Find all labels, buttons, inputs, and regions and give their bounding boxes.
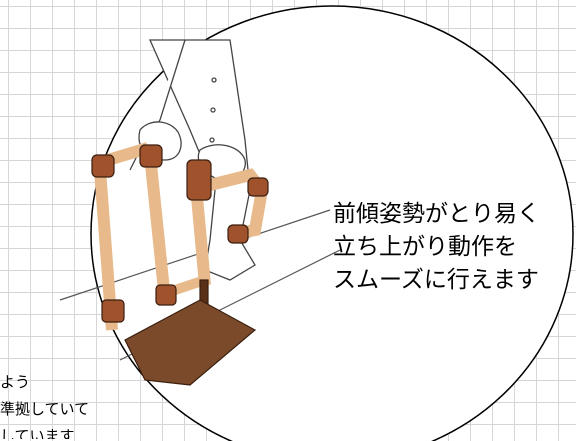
caption-line-3: スムーズに行えます [333,267,539,293]
base-plate [124,299,257,386]
background-text-line-2: 準拠していて [0,400,90,418]
background-text-line-1: よう [0,373,31,391]
feature-caption: 前傾姿勢がとり易く 立ち上がり動作を スムーズに行えます [333,198,540,297]
caption-line-1: 前傾姿勢がとり易く [333,201,540,227]
caption-line-2: 立ち上がり動作を [333,234,517,260]
background-text-line-3: しています [0,427,75,439]
